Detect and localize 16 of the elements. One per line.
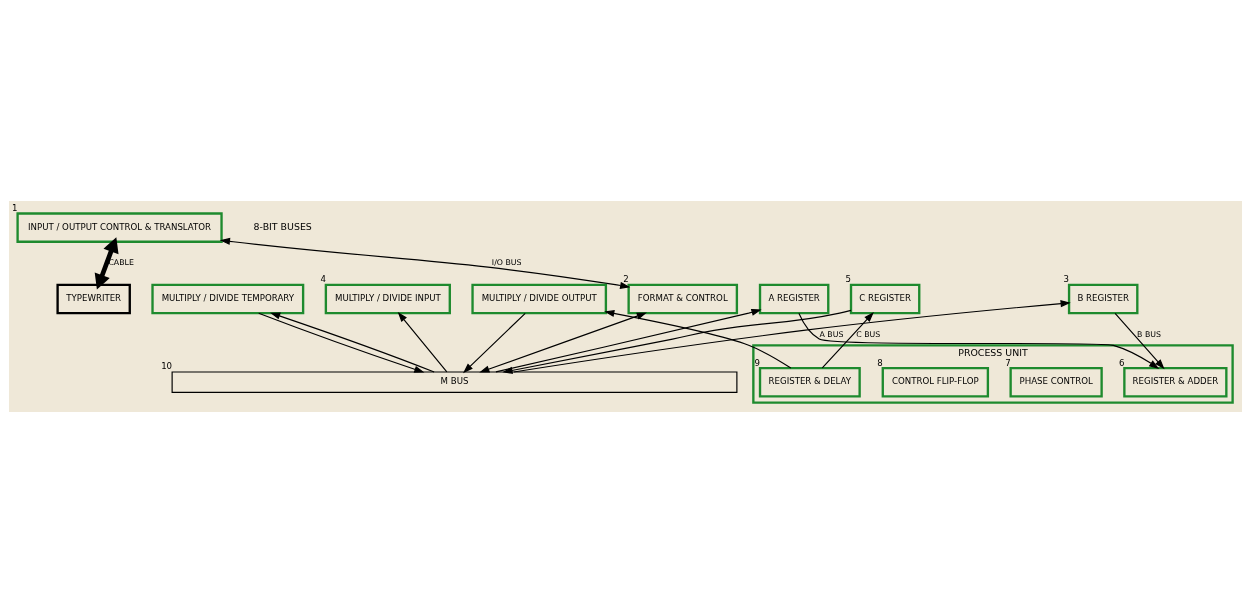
edge-label: CABLE <box>108 258 134 268</box>
edge-label: C BUS <box>856 329 881 339</box>
node-label: 8 <box>877 357 883 368</box>
node-label: 2 <box>623 274 629 285</box>
node-label: 5 <box>845 274 852 285</box>
node-label: 9 <box>754 357 761 368</box>
node-label: 3 <box>1063 274 1070 285</box>
node-label: 1 <box>12 203 18 214</box>
edge-label: B BUS <box>1137 329 1162 339</box>
edge-label: I/O BUS <box>491 258 522 268</box>
node-label: 4 <box>320 274 326 285</box>
node-label: 10 <box>161 361 173 372</box>
edge-label: A BUS <box>819 329 844 339</box>
label: 8-BIT BUSES <box>253 221 312 233</box>
node-label: 6 <box>1118 357 1125 368</box>
node-label: 7 <box>1005 357 1011 368</box>
